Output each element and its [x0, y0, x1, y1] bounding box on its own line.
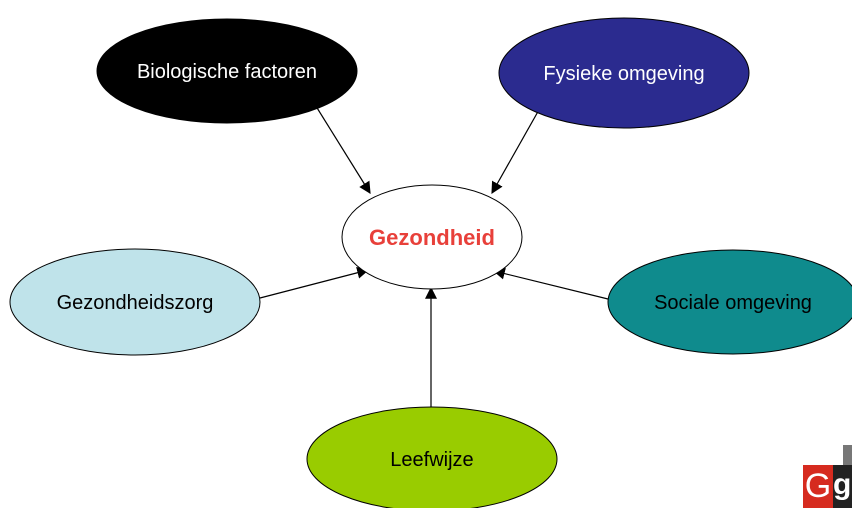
- logo: G g: [803, 445, 852, 508]
- logo-dark-block: g: [833, 465, 852, 508]
- arrow-fysiek-to-center: [491, 107, 541, 195]
- center-shape: [341, 184, 523, 290]
- node-gezondheid: Gezondheid: [341, 184, 523, 290]
- node-sociaal-shape: [607, 249, 852, 355]
- node-zorg-label: Gezondheidszorg: [57, 292, 214, 314]
- node-leef-shape: [306, 406, 558, 508]
- arrow-sociaal-to-center: [492, 267, 609, 300]
- arrow-zorg-to-center: [259, 266, 370, 299]
- logo-red-block: G: [803, 465, 833, 508]
- logo-gray-block: [843, 445, 852, 465]
- node-biologische-factoren: Biologische factoren: [96, 18, 358, 124]
- node-sociaal-label: Sociale omgeving: [654, 292, 812, 314]
- node-leefwijze: Leefwijze: [306, 406, 558, 508]
- node-fysiek-shape: [498, 17, 750, 129]
- node-gezondheidszorg: Gezondheidszorg: [9, 248, 261, 356]
- node-fysieke-omgeving: Fysieke omgeving: [498, 17, 750, 129]
- node-fysiek-label: Fysieke omgeving: [543, 63, 704, 85]
- node-leef-label: Leefwijze: [390, 449, 473, 471]
- center-label: Gezondheid: [369, 225, 495, 250]
- node-bio-shape: [96, 18, 358, 124]
- node-sociale-omgeving: Sociale omgeving: [607, 249, 852, 355]
- arrow-bio-to-center: [313, 102, 371, 195]
- node-bio-label: Biologische factoren: [137, 61, 317, 83]
- node-zorg-shape: [9, 248, 261, 356]
